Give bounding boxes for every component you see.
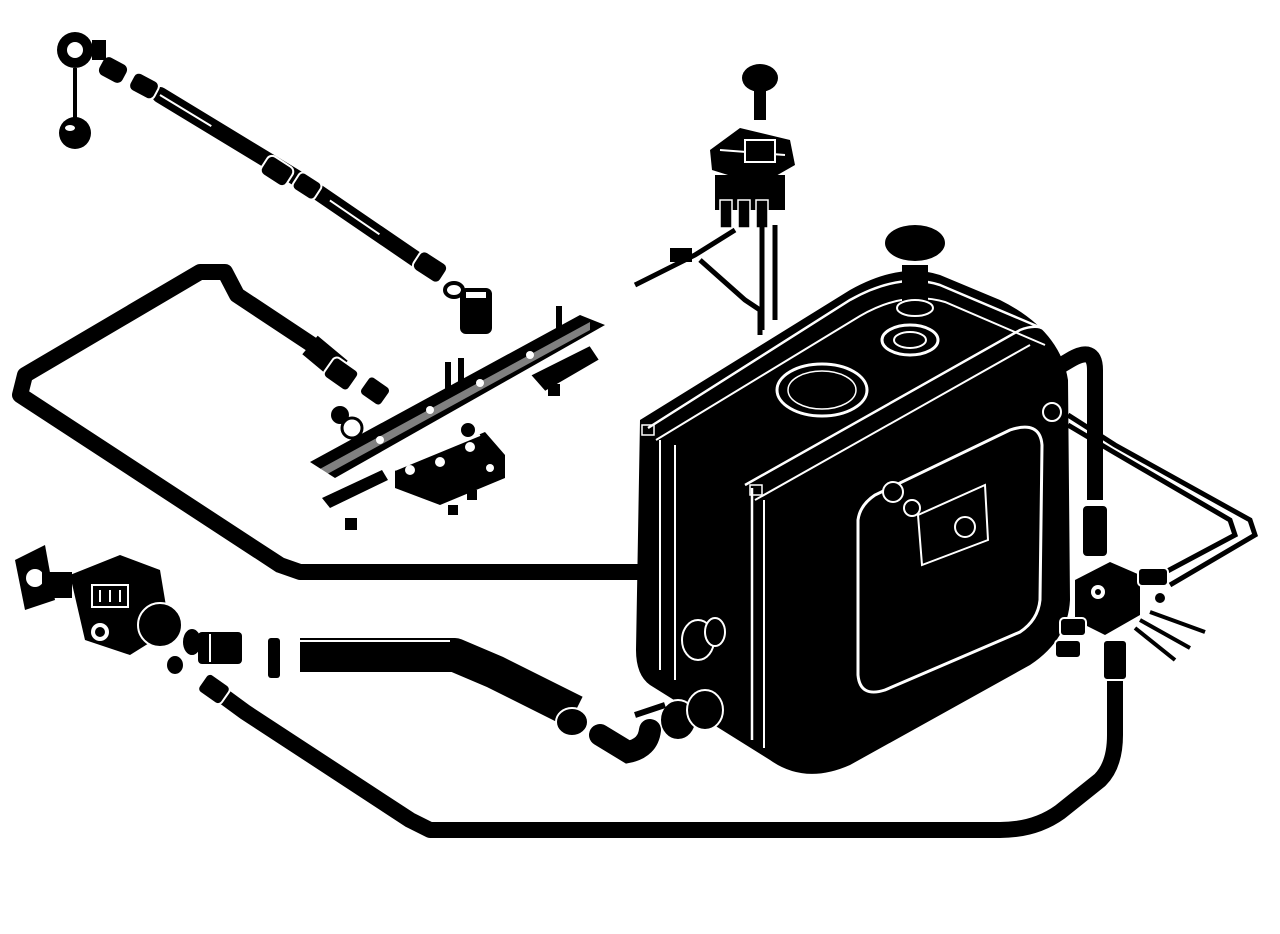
distribution-block (1054, 562, 1206, 662)
mounting-bracket (310, 306, 605, 530)
tank-suction-fitting (634, 689, 724, 741)
pressure-gauge-cap (57, 32, 106, 149)
manifold-block (394, 421, 505, 515)
suction-hose (300, 638, 661, 764)
return-line (1066, 412, 1259, 588)
pressure-line (12, 264, 1109, 580)
hydraulic-pump (15, 545, 280, 678)
hydraulic-tank (636, 225, 1070, 774)
control-valve (633, 64, 795, 335)
pressure-hose (98, 57, 492, 334)
return-hose (197, 639, 1128, 838)
tank-return-fitting (681, 617, 726, 661)
